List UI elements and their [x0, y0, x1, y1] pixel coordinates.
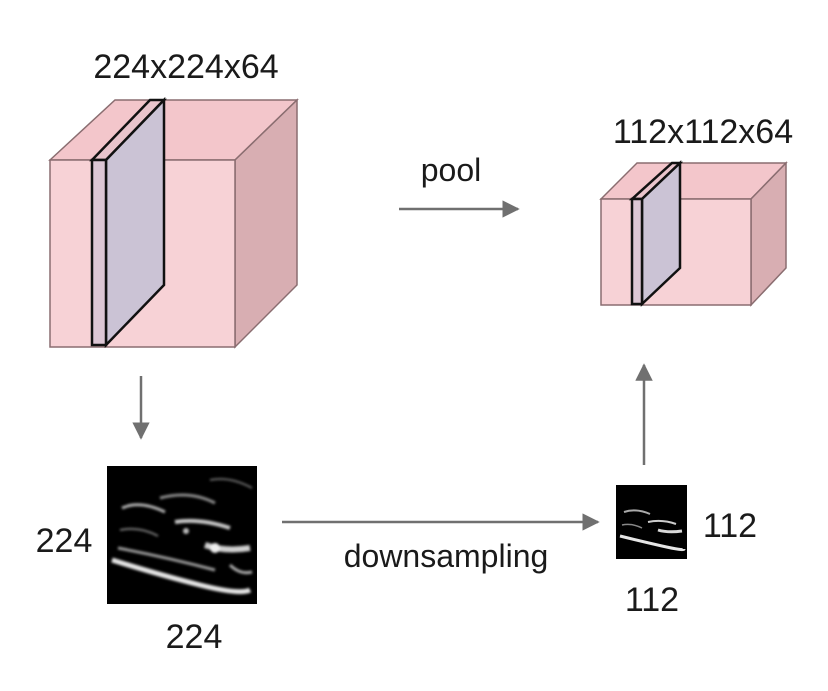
input-feature-map-texture: [111, 478, 253, 595]
input-volume-label: 224x224x64: [93, 48, 278, 86]
output-slice-height-label: 112: [703, 507, 757, 545]
input-slice-width-label: 224: [166, 618, 223, 656]
output-volume-label: 112x112x64: [613, 113, 793, 151]
output-volume-cube: [599, 160, 788, 307]
input-feature-map: [107, 466, 257, 604]
output-feature-map-texture: [619, 509, 686, 552]
output-slice-width-label: 112: [625, 581, 679, 619]
output-feature-map: [616, 485, 687, 559]
downsampling-label: downsampling: [344, 538, 549, 574]
input-volume-cube: [48, 96, 299, 349]
pool-label: pool: [421, 152, 482, 188]
input-slice-front: [90, 158, 108, 347]
input-slice-height-label: 224: [36, 522, 93, 560]
output-slice-front: [630, 197, 644, 306]
